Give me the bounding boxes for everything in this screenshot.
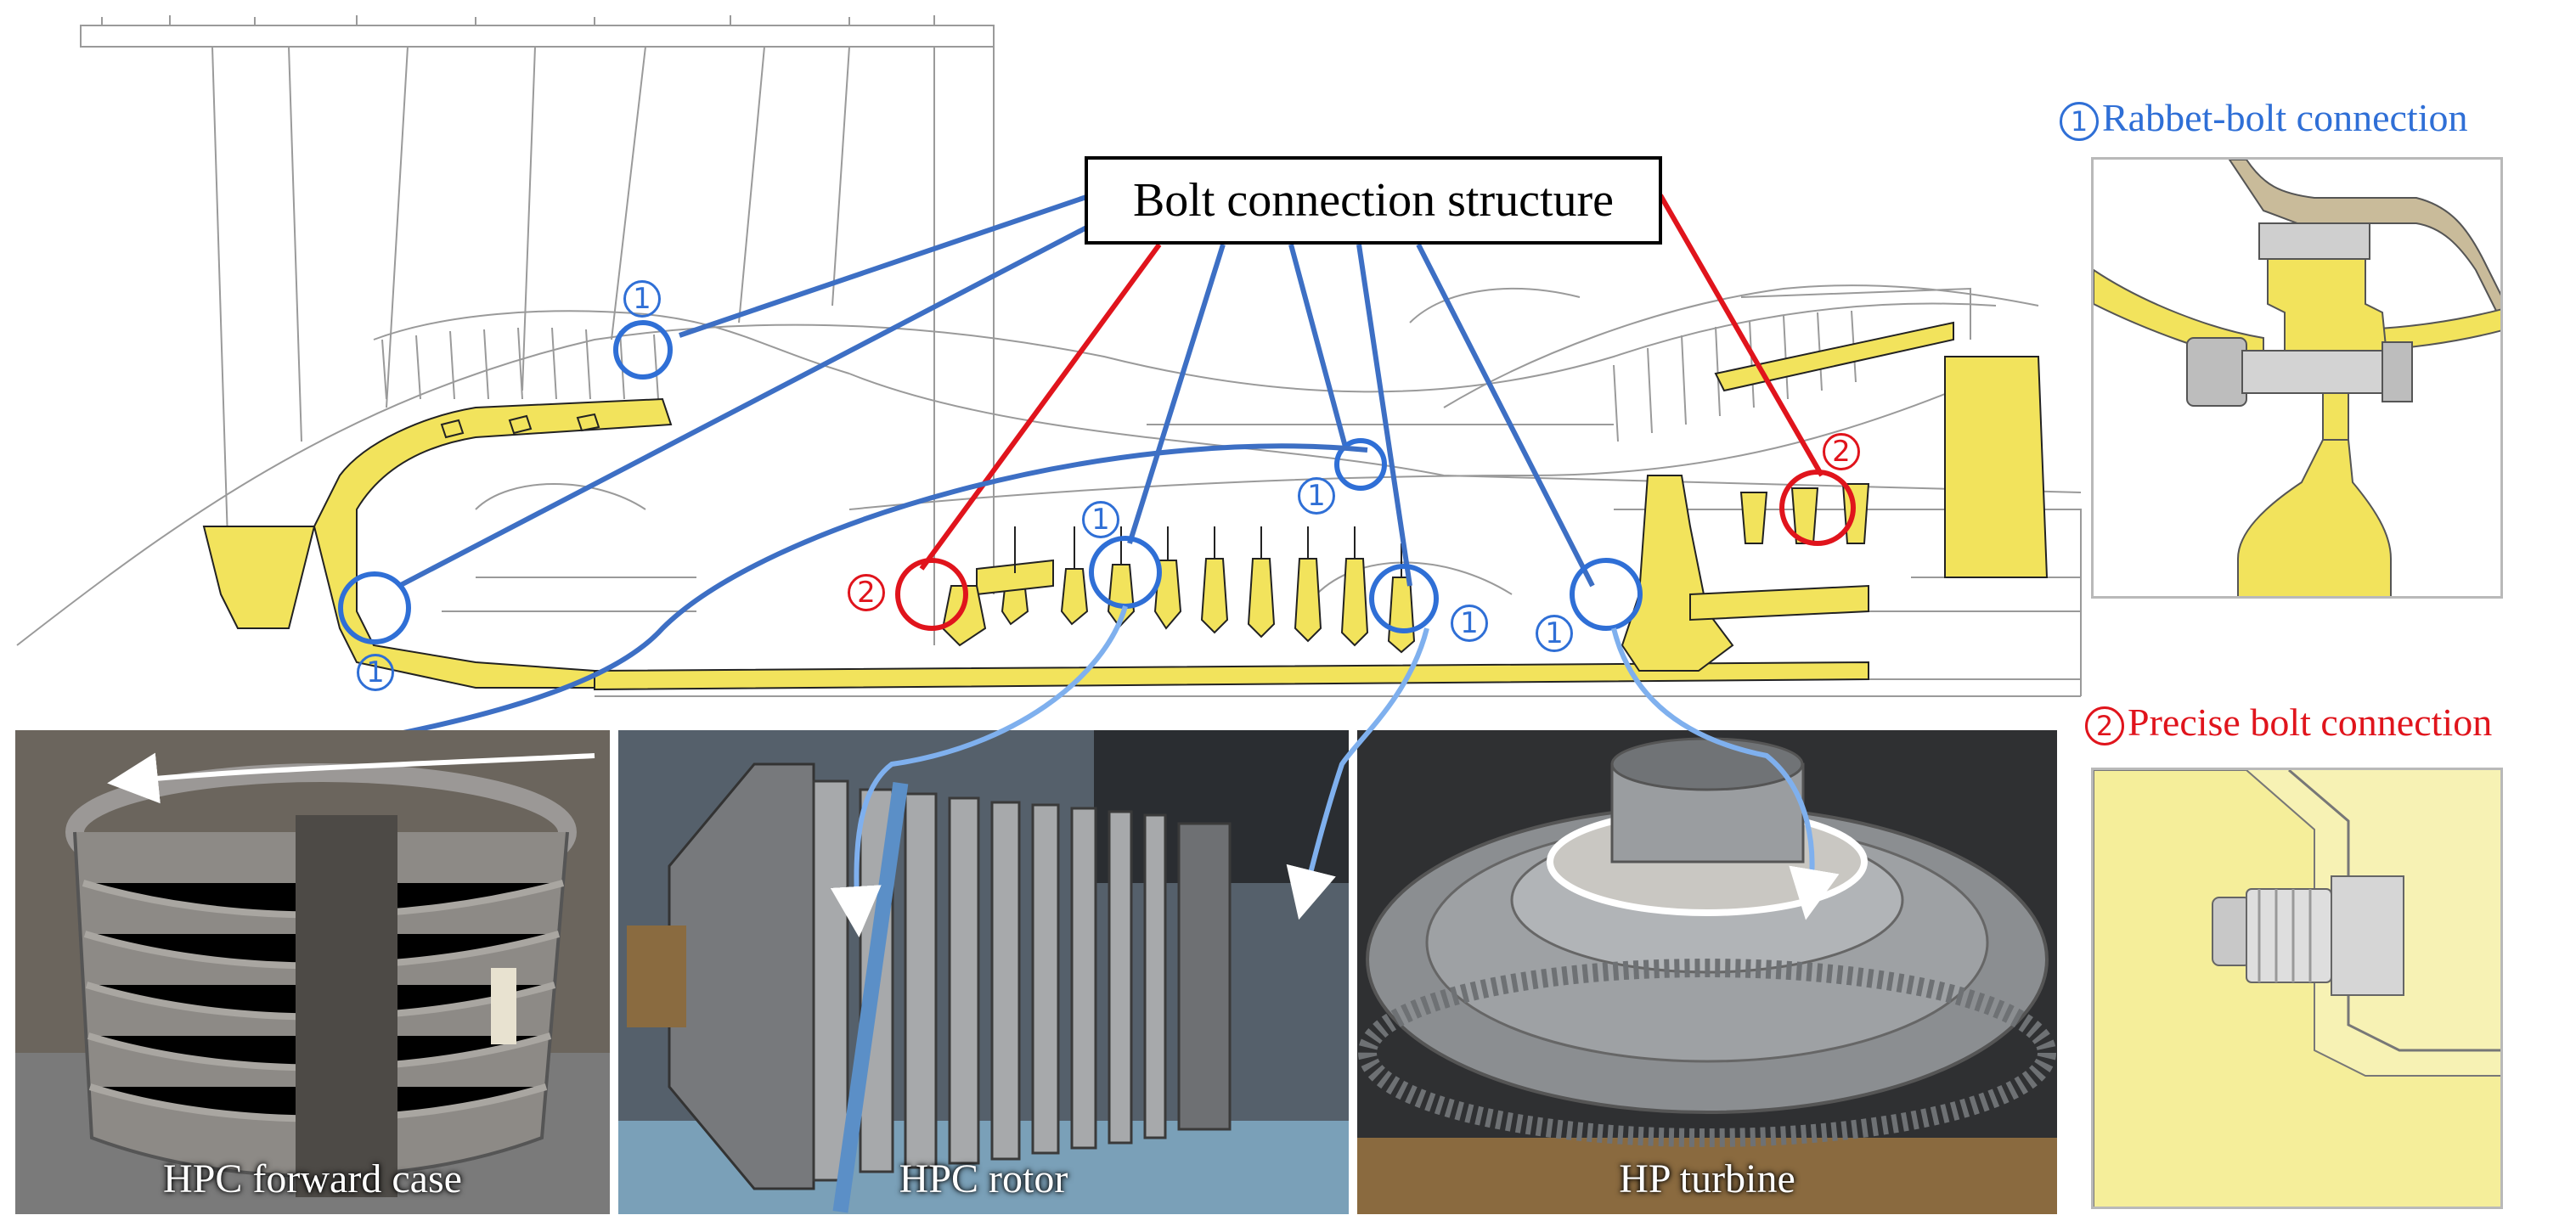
inset-label-rabbet: Rabbet-bolt connection [2102, 96, 2468, 139]
marker-label-1: 1 [1536, 615, 1573, 652]
marker-label-2: 2 [848, 574, 885, 611]
arrow-to-turbine [1611, 627, 1840, 920]
callout-line [1288, 244, 1349, 451]
arrow-to-forward-case-head [107, 752, 595, 804]
callout-lines [313, 193, 1856, 747]
callout-line [1356, 244, 1412, 587]
marker-circle-red [895, 558, 968, 631]
marker-label-2: 2 [1823, 433, 1860, 470]
rotor-image [618, 730, 1349, 1214]
marker-circle-red [1779, 470, 1856, 546]
inset-label-precise: Precise bolt connection [2128, 700, 2493, 744]
photo-hpc-forward-case: HPC forward case [15, 730, 610, 1214]
inset-number-1: 1 [2060, 102, 2099, 142]
arrow-to-rotor-front [830, 605, 1128, 937]
marker-circle [1570, 558, 1643, 631]
callout-line-red [919, 243, 1162, 571]
diagram-title: Bolt connection structure [1085, 156, 1662, 245]
inset-number-2: 2 [2085, 706, 2124, 746]
photo-arrows [107, 605, 1840, 937]
photo-label-rotor: HPC rotor [899, 1156, 1068, 1201]
marker-label-1: 1 [1298, 477, 1335, 515]
photo-hp-turbine: HP turbine [1357, 730, 2057, 1214]
rabbet-bolt-drawing [2094, 160, 2500, 596]
marker-label-1: 1 [357, 654, 394, 691]
callout-line [1127, 244, 1226, 544]
photo-label-forward-case: HPC forward case [163, 1156, 462, 1201]
marker-circle [613, 320, 673, 380]
rabbet-bolt-detail [2091, 157, 2503, 599]
marker-circle [338, 571, 411, 644]
photo-hpc-rotor: HPC rotor [618, 730, 1349, 1214]
marker-label-1: 1 [623, 280, 661, 318]
photo-label-turbine: HP turbine [1619, 1156, 1795, 1201]
marker-circle [1369, 564, 1439, 633]
arrow-to-rotor-rear [1286, 627, 1429, 920]
marker-label-1: 1 [1082, 501, 1119, 538]
marker-label-1: 1 [1451, 605, 1488, 642]
callout-line [1416, 243, 1595, 588]
precise-bolt-detail [2091, 768, 2503, 1209]
precise-bolt-drawing [2094, 770, 2500, 1207]
forward-case-image [15, 730, 610, 1214]
callout-line [679, 193, 1092, 338]
callout-line-red [1658, 194, 1824, 477]
marker-circle [1334, 438, 1387, 491]
turbine-image [1357, 730, 2057, 1214]
callout-line [397, 222, 1093, 588]
